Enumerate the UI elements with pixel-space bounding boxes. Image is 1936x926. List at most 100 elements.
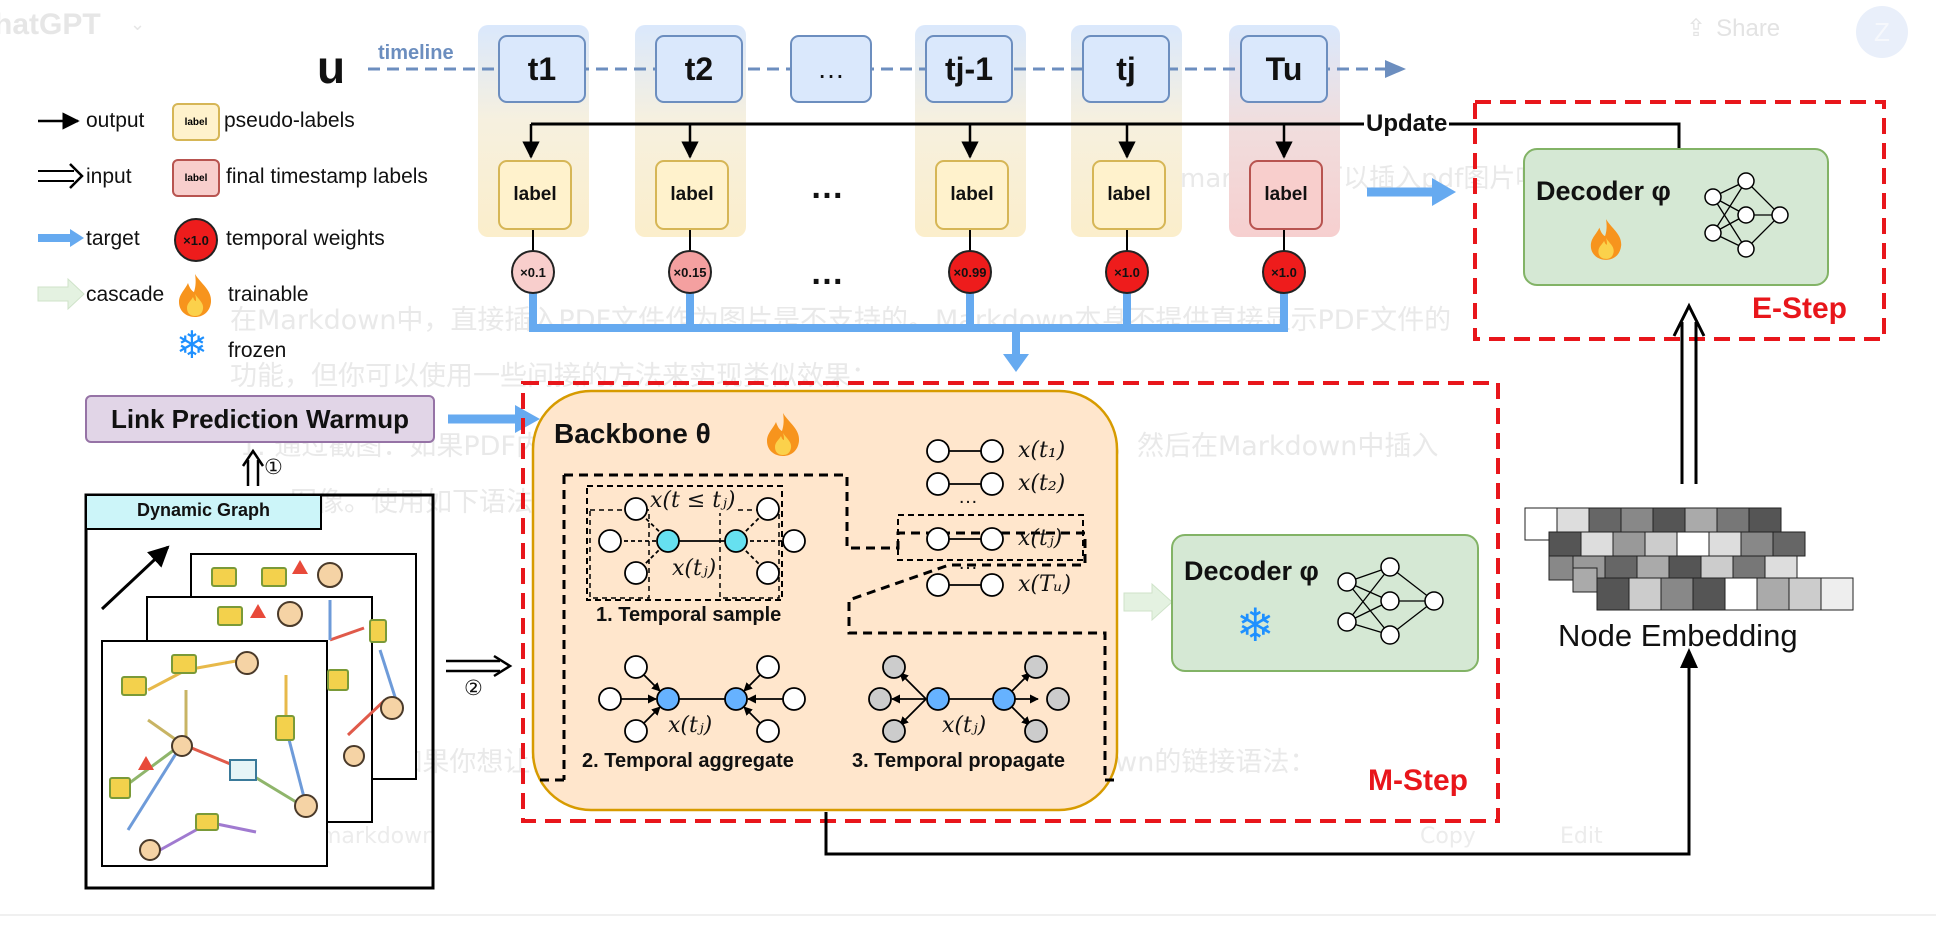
math-x-t-le-tj: x(t ≤ tⱼ) (650, 488, 736, 513)
math-x-t1: x(t₁) (1018, 438, 1066, 463)
update-line (531, 122, 1681, 154)
card-icon (275, 715, 295, 741)
card-icon (261, 567, 287, 587)
legend-weight-circle: ×1.0 (174, 218, 218, 262)
snowflake-icon: ❄ (176, 325, 208, 367)
warning-icon (292, 560, 308, 574)
warning-icon (250, 604, 266, 618)
label-tj-1: label (935, 160, 1009, 230)
step-marker-1: ① (264, 456, 283, 479)
fire-icon (179, 274, 212, 317)
e-step-label: E-Step (1752, 292, 1848, 325)
math-x-tj-list: x(tⱼ) (1018, 526, 1063, 551)
label-Tu: label (1249, 160, 1323, 230)
time-node-tj-1: tj-1 (925, 35, 1013, 103)
card-icon (171, 654, 197, 674)
timeline-arrowhead (1385, 60, 1406, 78)
avatar[interactable]: Z (1856, 6, 1908, 58)
legend-input: input (86, 165, 132, 188)
person-icon (317, 562, 343, 588)
pair-dots-2: … (958, 552, 978, 574)
ghost-copy-button[interactable]: Copy (1420, 824, 1476, 849)
person-icon (343, 745, 365, 767)
card-icon (217, 606, 243, 626)
card-icon (109, 777, 131, 799)
weight-t1: ×0.1 (511, 250, 555, 294)
legend-pseudo-label-box: label (172, 103, 220, 141)
decoder-mstep-label: Decoder φ (1184, 556, 1319, 586)
legend-final-labels: final timestamp labels (226, 165, 428, 188)
ghost-line-4: 图像。使用如下语法： (290, 487, 560, 518)
card-icon (369, 619, 387, 643)
math-x-tj-aggregate: x(tⱼ) (668, 713, 713, 738)
legend-final-label-box: label (172, 159, 220, 197)
weight-tj: ×1.0 (1105, 250, 1149, 294)
person-icon (139, 839, 161, 861)
ghost-line-2: 功能，但你可以使用一些间接的方法来实现类似效果： (230, 361, 878, 392)
legend-frozen: frozen (228, 339, 287, 362)
person-icon (277, 601, 303, 627)
card-icon (195, 813, 219, 831)
node-pair-list (926, 439, 1004, 597)
person-icon (294, 794, 318, 818)
weight-t2: ×0.15 (668, 250, 712, 294)
decoder-estep-fire-icon (1590, 219, 1622, 260)
link-prediction-warmup: Link Prediction Warmup (85, 395, 435, 443)
time-node-Tu: Tu (1240, 35, 1328, 103)
legend-cascade: cascade (86, 283, 165, 306)
card-icon (211, 567, 237, 587)
temporal-sample-label: 1. Temporal sample (596, 604, 782, 626)
legend-trainable: trainable (228, 283, 309, 306)
node-embedding-matrix (1524, 507, 1854, 611)
share-label: Share (1716, 14, 1781, 42)
label-t2: label (655, 160, 729, 230)
node-embedding-label: Node Embedding (1558, 618, 1798, 653)
update-label: Update (1364, 110, 1450, 138)
time-node-t1: t1 (498, 35, 586, 103)
card-icon (121, 676, 147, 696)
label-ellipsis: … (810, 168, 844, 206)
legend-pseudo-labels: pseudo-labels (224, 109, 355, 132)
backbone-title: Backbone θ (554, 418, 711, 449)
share-button[interactable]: ⇪ Share (1686, 14, 1780, 43)
ghost-code-lang: markdown (320, 824, 437, 849)
temporal-propagate-label: 3. Temporal propagate (852, 750, 1066, 772)
ghost-edit-button[interactable]: Edit (1560, 824, 1603, 849)
person-icon (171, 735, 193, 757)
m-step-frame (521, 381, 1500, 823)
decoder-estep-label: Decoder φ (1536, 176, 1671, 206)
warning-icon (138, 756, 154, 770)
decoder-mstep-snowflake-icon: ❄ (1236, 599, 1275, 651)
weight-Tu: ×1.0 (1262, 250, 1306, 294)
dynamic-graph-tab (85, 494, 322, 530)
temporal-sample-graph (598, 497, 806, 585)
weight-ellipsis: … (810, 254, 844, 292)
step-marker-2: ② (464, 677, 483, 700)
math-x-tj-propagate: x(tⱼ) (942, 713, 987, 738)
background-app-title: hatGPT (0, 8, 101, 41)
weight-tj-1: ×0.99 (948, 250, 992, 294)
label-t1: label (498, 160, 572, 230)
time-node-t2: t2 (655, 35, 743, 103)
dynamic-graph-label: Dynamic Graph (136, 500, 271, 520)
legend-target: target (86, 227, 140, 250)
label-tj: label (1092, 160, 1166, 230)
person-icon (380, 696, 404, 720)
math-x-Tu: x(Tᵤ) (1018, 572, 1072, 597)
decoder-estep-nn-icon (1704, 172, 1789, 258)
temporal-aggregate-label: 2. Temporal aggregate (582, 750, 794, 772)
background-chevron-icon: ⌄ (130, 14, 146, 34)
person-icon (235, 651, 259, 675)
timeline-label: timeline (378, 42, 454, 64)
bank-icon (229, 759, 257, 781)
time-node-ellipsis: … (790, 35, 872, 103)
weights-collector (529, 292, 1288, 356)
user-label: u (317, 41, 346, 93)
math-x-t2: x(t₂) (1018, 471, 1066, 496)
backbone-fire-icon (767, 413, 800, 456)
m-step-label: M-Step (1368, 764, 1468, 797)
dynamic-graph-nodes (109, 560, 404, 861)
legend-temporal-weights: temporal weights (226, 227, 385, 250)
share-icon: ⇪ (1686, 15, 1707, 42)
